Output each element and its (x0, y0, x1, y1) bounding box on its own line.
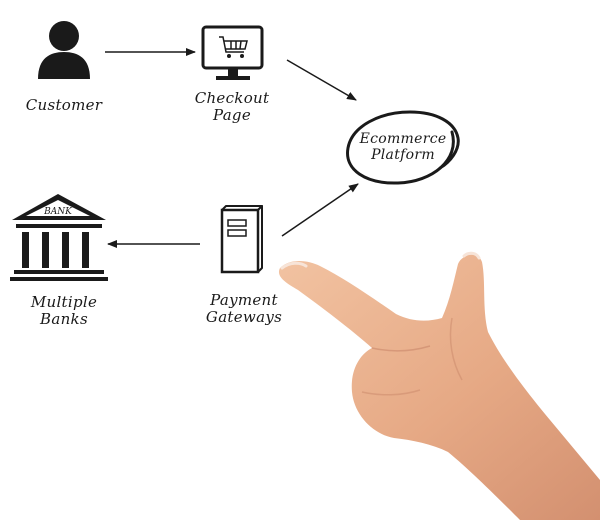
monitor-cart-icon (201, 25, 264, 80)
bank-sign-text: BANK (43, 207, 73, 217)
checkout-page-label: Checkout Page (180, 90, 284, 124)
hand-drawn-circle (346, 110, 460, 185)
customer-label-text: Customer (25, 96, 103, 114)
customer-label: Customer (14, 97, 114, 114)
person-icon (38, 21, 90, 79)
checkout-page-label-line2: Page (212, 106, 252, 124)
multiple-banks-label: Multiple Banks (14, 294, 114, 328)
arrow-checkout-to-platform (286, 59, 357, 101)
multiple-banks-label-line1: Multiple (30, 293, 98, 311)
ecommerce-platform-label-line1: Ecommerce (359, 131, 447, 147)
bank-building-icon: BANK (10, 194, 108, 281)
payment-gateways-label-line1: Payment (210, 291, 278, 309)
ecommerce-platform-label-line2: Platform (371, 147, 435, 163)
payment-gateways-label-line2: Gateways (205, 308, 283, 326)
pointing-hand-image (279, 251, 600, 520)
payment-gateways-label: Payment Gateways (186, 292, 302, 326)
multiple-banks-label-line2: Banks (40, 310, 88, 328)
arrow-gateways-to-platform (281, 183, 359, 237)
ecommerce-platform-label: Ecommerce Platform (346, 131, 460, 163)
server-tower-icon (220, 205, 263, 274)
checkout-page-label-line1: Checkout (194, 89, 270, 107)
